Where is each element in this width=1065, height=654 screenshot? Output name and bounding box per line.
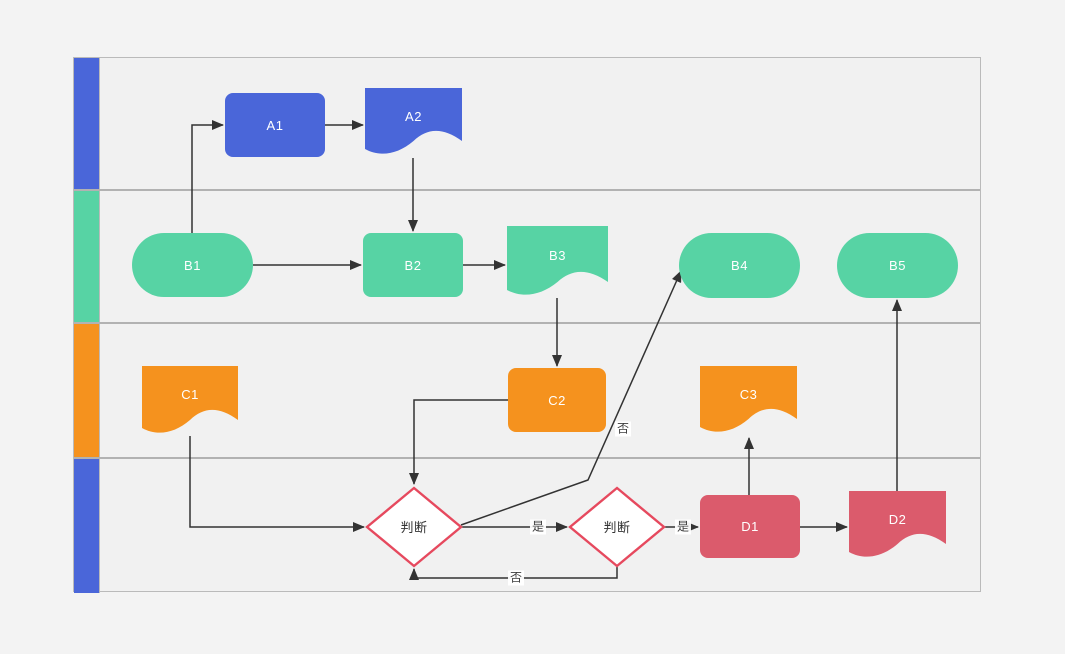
edge-j1-b4-label: 否 bbox=[614, 421, 632, 437]
flow-node-c1[interactable]: C1 bbox=[142, 366, 238, 436]
node-label: C1 bbox=[181, 387, 199, 402]
node-label: A2 bbox=[405, 109, 422, 124]
swimlane-row-1 bbox=[74, 58, 980, 191]
edge-j2-j1-label: 否 bbox=[507, 570, 525, 586]
flow-node-d2[interactable]: D2 bbox=[849, 491, 946, 560]
diamond-shape bbox=[568, 486, 666, 568]
node-label: 判断 bbox=[603, 519, 631, 535]
flow-node-c3[interactable]: C3 bbox=[700, 366, 797, 435]
decision-node-j2[interactable]: 判断 bbox=[568, 486, 666, 568]
flow-node-b3[interactable]: B3 bbox=[507, 226, 608, 298]
swimlane-header-bar-2 bbox=[74, 191, 100, 322]
node-label: B2 bbox=[404, 257, 422, 273]
node-label: C2 bbox=[548, 392, 566, 408]
node-label: C3 bbox=[739, 387, 758, 402]
swimlane-header-bar-4 bbox=[74, 459, 100, 593]
edge-j2-d1-label: 是 bbox=[674, 519, 692, 535]
node-label: B4 bbox=[731, 258, 748, 273]
node-label: D2 bbox=[888, 512, 907, 527]
node-label: 判断 bbox=[400, 519, 428, 535]
document-shape bbox=[142, 366, 238, 433]
node-label: B1 bbox=[184, 257, 201, 273]
diamond-shape bbox=[365, 486, 463, 568]
node-label: B3 bbox=[549, 248, 566, 263]
node-label: A1 bbox=[266, 117, 284, 133]
flow-node-b5[interactable]: B5 bbox=[837, 233, 958, 298]
flow-node-b2[interactable]: B2 bbox=[363, 233, 463, 297]
swimlane-header-bar-3 bbox=[74, 324, 100, 457]
edge-j1-j2-label: 是 bbox=[529, 519, 547, 535]
flow-node-a2[interactable]: A2 bbox=[365, 88, 462, 157]
flow-node-a1[interactable]: A1 bbox=[225, 93, 325, 157]
swimlane-row-4 bbox=[74, 459, 980, 593]
document-shape bbox=[365, 88, 462, 154]
document-shape bbox=[849, 491, 946, 557]
flow-node-c2[interactable]: C2 bbox=[508, 368, 606, 432]
flow-node-b1[interactable]: B1 bbox=[132, 233, 253, 297]
flow-node-d1[interactable]: D1 bbox=[700, 495, 800, 558]
swimlane-frame bbox=[73, 57, 981, 593]
decision-node-j1[interactable]: 判断 bbox=[365, 486, 463, 568]
document-shape bbox=[700, 366, 797, 432]
node-label: B5 bbox=[889, 258, 906, 273]
swimlane-header-bar-1 bbox=[74, 58, 100, 189]
flow-node-b4[interactable]: B4 bbox=[679, 233, 800, 298]
node-label: D1 bbox=[741, 519, 759, 534]
document-shape bbox=[507, 226, 608, 295]
